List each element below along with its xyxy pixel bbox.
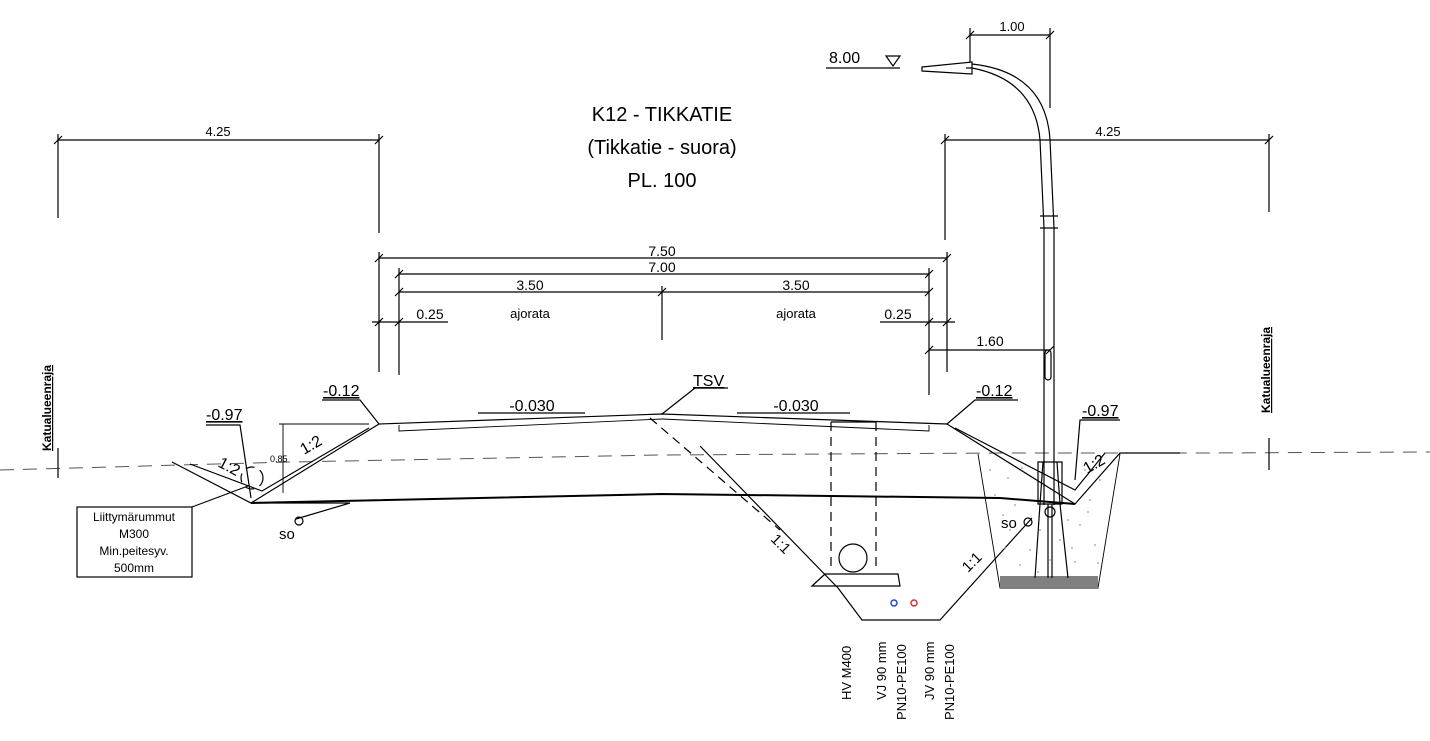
pipe-bedding bbox=[810, 573, 901, 587]
lamp-cable-pipe bbox=[1044, 506, 1056, 518]
existing-ground-line bbox=[0, 451, 1430, 471]
left-slope-inner bbox=[189, 427, 370, 492]
dim-carriageway-value: 7.00 bbox=[648, 259, 675, 275]
right-drain-label: so bbox=[1001, 515, 1017, 532]
hv-pipe bbox=[838, 543, 868, 573]
lamp-height-marker bbox=[826, 55, 902, 69]
title-line-3: PL. 100 bbox=[628, 170, 697, 192]
left-drain-pipe bbox=[294, 516, 304, 526]
left-ditch-level-leader bbox=[206, 424, 252, 499]
vj-pipe bbox=[890, 599, 898, 607]
right-boundary-label: Katualueenraja bbox=[1259, 327, 1273, 413]
dim-lamp-arm-value: 1.00 bbox=[999, 19, 1024, 34]
culvert-note-box bbox=[76, 506, 193, 578]
left-boundary-label: Katualueenraja bbox=[40, 365, 54, 451]
edge-right-level: -0.12 bbox=[976, 383, 1013, 400]
trench-left-slope bbox=[649, 417, 781, 531]
lane-left-label: ajorata bbox=[510, 306, 551, 321]
crossfall-right-value: -0.030 bbox=[773, 398, 818, 415]
dim-shoulder-right-value: 0.25 bbox=[884, 306, 911, 322]
left-drain-label: so bbox=[279, 526, 295, 543]
trench-left-ratio: 1:1 bbox=[767, 531, 794, 558]
right-slope-ground bbox=[946, 423, 1180, 505]
culvert-note-line-3: Min.peitesyv. bbox=[99, 544, 168, 558]
dim-shoulder-left-ticks bbox=[374, 317, 404, 327]
dim-lane-right-value: 3.50 bbox=[782, 277, 809, 293]
left-ditch-depth: 0.85 bbox=[270, 454, 288, 464]
lamp-height-value: 8.00 bbox=[829, 50, 860, 67]
left-subgrade bbox=[251, 502, 351, 520]
edge-left-leader bbox=[322, 399, 380, 425]
vj-pipe-label-1: VJ 90 mm bbox=[874, 641, 889, 700]
pavement-layer-right bbox=[661, 418, 930, 432]
jv-pipe-label-2: PN10-PE100 bbox=[942, 644, 957, 720]
culvert-note-leader bbox=[191, 485, 249, 508]
dim-carriageway-ticks bbox=[394, 269, 934, 279]
dim-shoulder-right-ticks bbox=[924, 317, 952, 327]
lamp-foundation-legs bbox=[1034, 503, 1069, 579]
left-slope-dim bbox=[279, 423, 369, 493]
lamp-pole bbox=[1039, 139, 1055, 505]
dim-lane-left-value: 3.50 bbox=[516, 277, 543, 293]
left-ditch-level: -0.97 bbox=[206, 407, 243, 424]
dim-lamp-offset-value: 1.60 bbox=[976, 333, 1003, 349]
right-drain-pipe bbox=[1023, 517, 1033, 527]
dim-lamp-arm-ticks bbox=[965, 30, 1055, 40]
dim-left-zone-ticks bbox=[53, 135, 384, 145]
lamp-pole-joint bbox=[1040, 215, 1058, 229]
pavement-layer-left bbox=[398, 418, 663, 432]
dim-right-zone-value: 4.25 bbox=[1095, 124, 1120, 139]
lamp-foundation-tube bbox=[1037, 461, 1063, 505]
dim-shoulder-left-value: 0.25 bbox=[416, 306, 443, 322]
jv-pipe-label-1: JV 90 mm bbox=[922, 641, 937, 700]
dim-lanes-ticks bbox=[394, 287, 934, 297]
dim-left-zone-value: 4.25 bbox=[205, 124, 230, 139]
structure-bottom-line bbox=[250, 492, 1076, 505]
title-line-1: K12 - TIKKATIE bbox=[592, 104, 732, 126]
right-ditch-level-leader bbox=[1074, 419, 1120, 481]
right-slope-ratio: 1:2 bbox=[1081, 452, 1109, 478]
trench-right-ratio: 1:1 bbox=[959, 549, 986, 576]
culvert-note-line-1: Liittymärummut bbox=[93, 510, 176, 524]
lamp-luminaire bbox=[921, 61, 973, 75]
trench-left-wall bbox=[699, 445, 839, 589]
culvert-note-line-4: 500mm bbox=[114, 561, 154, 575]
dim-lamp-offset-ticks bbox=[924, 345, 1055, 355]
tsv-leader bbox=[661, 387, 728, 415]
tsv-label: TSV bbox=[693, 373, 724, 390]
lane-right-label: ajorata bbox=[776, 306, 817, 321]
edge-left-level: -0.12 bbox=[323, 383, 360, 400]
left-culvert-circle bbox=[240, 466, 264, 490]
right-ditch-level: -0.97 bbox=[1082, 403, 1119, 420]
lamp-arm bbox=[971, 63, 1051, 141]
left-slope-outer-ratio: 1:2 bbox=[215, 455, 243, 480]
left-slope-inner-ratio: 1:2 bbox=[298, 433, 326, 459]
title-line-2: (Tikkatie - suora) bbox=[587, 137, 736, 159]
dim-total-value: 7.50 bbox=[648, 243, 675, 259]
dim-right-zone-ticks bbox=[940, 135, 1274, 145]
edge-right-leader bbox=[946, 399, 1018, 425]
lamp-pit-outline bbox=[977, 453, 1121, 589]
lamp-door bbox=[1044, 349, 1052, 381]
vj-pipe-label-2: PN10-PE100 bbox=[894, 644, 909, 720]
jv-pipe bbox=[910, 599, 918, 607]
trench-bottom bbox=[837, 517, 1033, 621]
culvert-note-line-2: M300 bbox=[119, 527, 149, 541]
lamp-pit-fill-dots bbox=[989, 467, 1101, 573]
lamp-foundation-slab bbox=[1000, 576, 1098, 588]
dim-total-ticks bbox=[374, 253, 952, 263]
right-slope-inner bbox=[954, 427, 1106, 491]
crossfall-left-value: -0.030 bbox=[509, 398, 554, 415]
hv-pipe-label: HV M400 bbox=[839, 646, 854, 700]
